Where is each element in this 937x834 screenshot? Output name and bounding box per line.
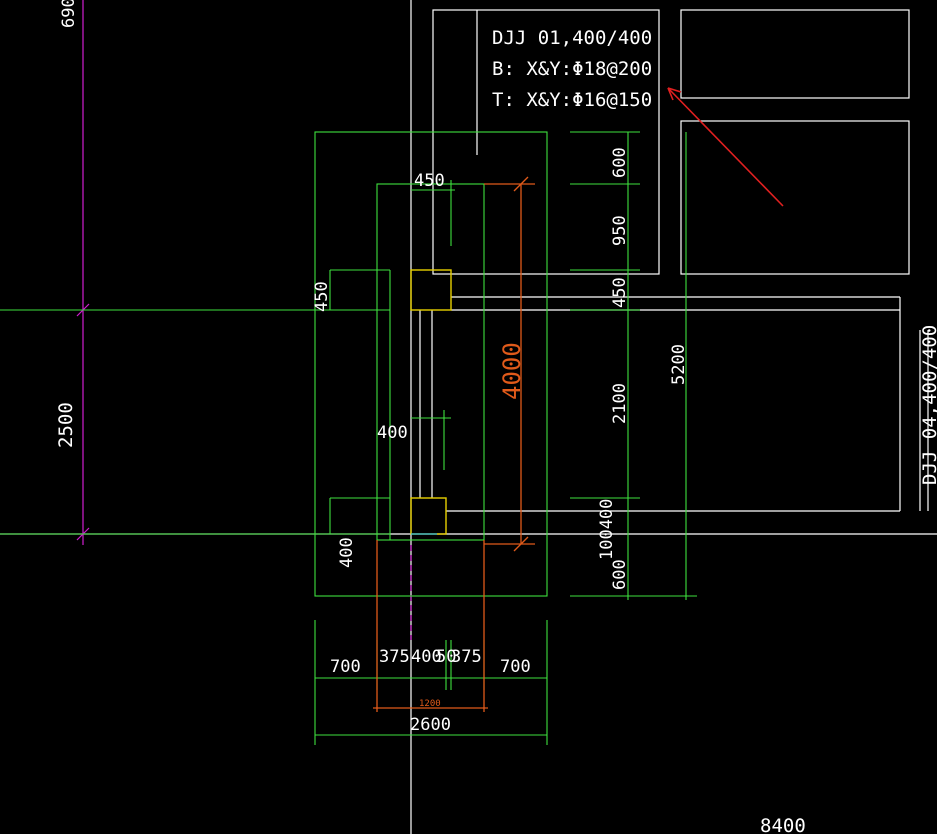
annotation-line-1: DJJ 01,400/400 <box>492 27 652 49</box>
dim-50: 50 <box>436 647 456 667</box>
dim-600-bottom: 600 <box>610 559 630 590</box>
annotation-line-3: T: X&Y:Φ16@150 <box>492 89 652 111</box>
dim-375-right: 375 <box>451 647 482 667</box>
dim-400-bottom-left: 400 <box>337 537 357 568</box>
dim-450-right: 450 <box>610 277 630 308</box>
dim-4000-highlight: 4000 <box>498 342 526 400</box>
dim-2100: 2100 <box>610 383 630 424</box>
dim-450-left: 450 <box>312 281 332 312</box>
dim-700-left: 700 <box>330 657 361 677</box>
annotation-block[interactable]: DJJ 01,400/400 B: X&Y:Φ18@200 T: X&Y:Φ16… <box>492 27 652 111</box>
dim-left-2500: 2500 <box>55 402 77 448</box>
dim-600-top: 600 <box>610 147 630 178</box>
annotation-line-2: B: X&Y:Φ18@200 <box>492 58 652 80</box>
dim-8400: 8400 <box>760 815 806 834</box>
column-blocks <box>410 269 452 535</box>
dim-400-mid: 400 <box>377 423 408 443</box>
side-annotation: DJJ 04,400/400 <box>919 325 937 485</box>
dim-375-left: 375 <box>379 647 410 667</box>
dim-100-400: 100400 <box>597 499 617 560</box>
dim-700-right: 700 <box>500 657 531 677</box>
dim-2600-total: 2600 <box>410 715 451 735</box>
dim-1200-highlight: 1200 <box>419 699 441 709</box>
dim-5200: 5200 <box>669 344 689 385</box>
dim-450-top: 450 <box>414 171 445 191</box>
highlight-dimension <box>373 176 535 712</box>
leader-arrow <box>667 87 784 207</box>
foundation-lines <box>0 131 697 745</box>
dim-400-bottom: 400 <box>411 647 442 667</box>
dim-950: 950 <box>610 215 630 246</box>
axis-lines <box>76 0 412 640</box>
dim-top-cut: 690 <box>59 0 79 28</box>
